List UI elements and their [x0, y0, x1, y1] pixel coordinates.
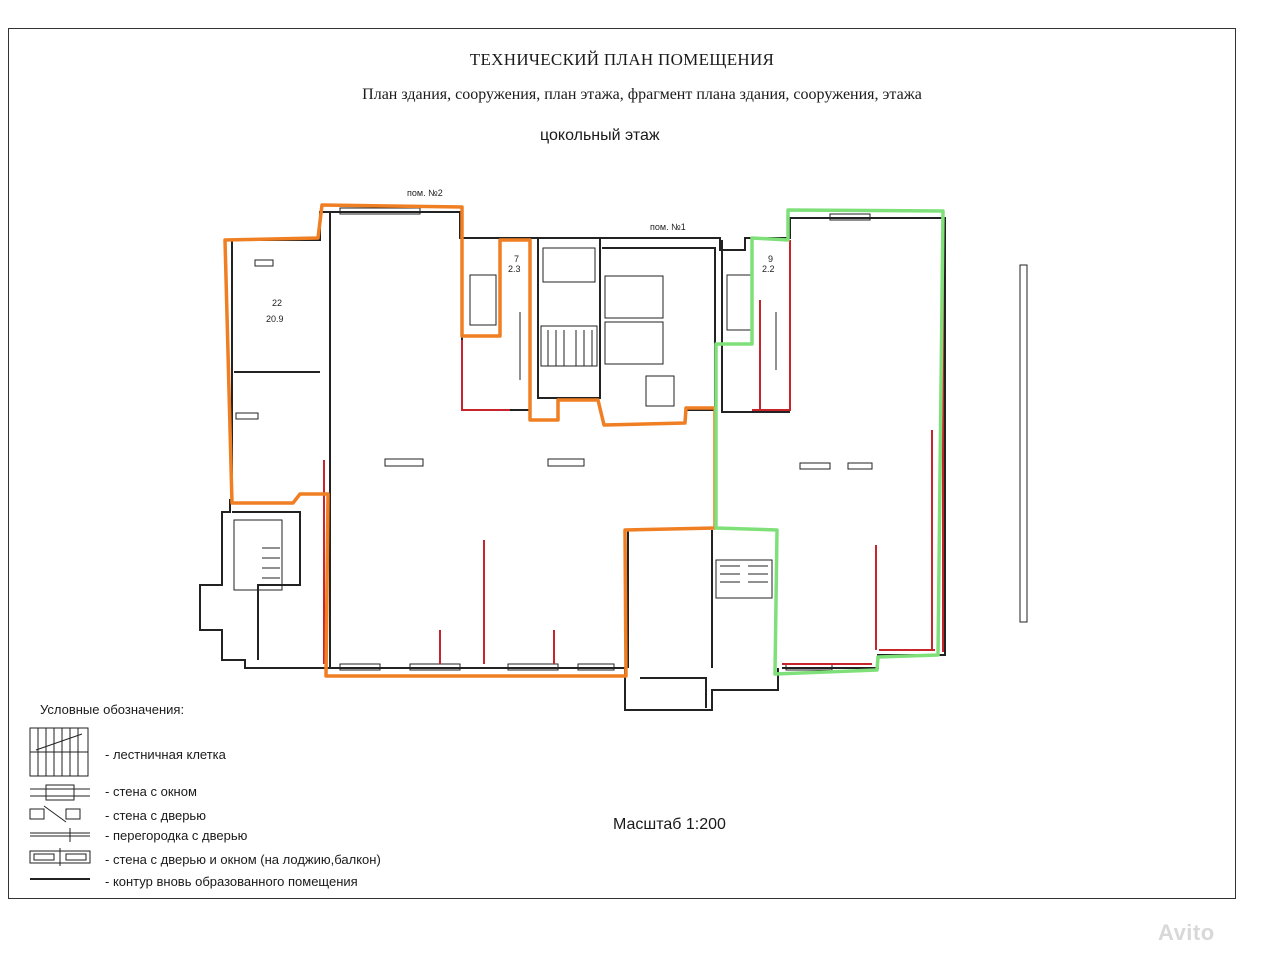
legend-window-wall-symbol	[30, 784, 90, 801]
room-22-area: 20.9	[266, 314, 284, 324]
green-contour	[714, 208, 945, 676]
legend-title: Условные обозначения:	[40, 702, 185, 717]
floor-name: цокольный этаж	[540, 127, 660, 144]
legend-item-partition: - перегородка с дверью	[105, 828, 248, 843]
scale-label: Масштаб 1:200	[613, 816, 726, 833]
legend-item-contour: - контур вновь образованного помещения	[105, 874, 358, 889]
legend-item-door-wall: - стена с дверью	[105, 808, 206, 823]
legend-balcony-symbol	[29, 848, 91, 866]
legend-item-stairs: - лестничная клетка	[105, 747, 226, 762]
legend-item-window-wall: - стена с окном	[105, 784, 197, 799]
stairs	[233, 247, 777, 599]
room-9-number: 9	[768, 254, 773, 264]
drawing-frame	[8, 28, 1236, 899]
room-9-area: 2.2	[762, 264, 775, 274]
red-walls	[323, 220, 944, 665]
building-walls	[199, 211, 946, 711]
legend-symbols	[29, 727, 91, 880]
room-label-pom2: пом. №2	[407, 188, 443, 198]
avito-watermark: Avito	[1158, 920, 1215, 945]
room-7-area: 2.3	[508, 264, 521, 274]
room-label-pom1: пом. №1	[650, 222, 686, 232]
orange-contour	[223, 203, 717, 678]
legend-door-wall-symbol	[29, 805, 81, 823]
window-marks	[235, 207, 1028, 671]
plan-subtitle: План здания, сооружения, план этажа, фра…	[362, 86, 922, 103]
room-7-number: 7	[514, 254, 519, 264]
legend-stair-symbol	[29, 727, 89, 777]
legend-partition-symbol	[30, 828, 90, 842]
legend-item-balcony: - стена с дверью и окном (на лоджию,балк…	[105, 852, 381, 867]
room-22-number: 22	[272, 298, 282, 308]
plan-title: ТЕХНИЧЕСКИЙ ПЛАН ПОМЕЩЕНИЯ	[469, 50, 775, 69]
